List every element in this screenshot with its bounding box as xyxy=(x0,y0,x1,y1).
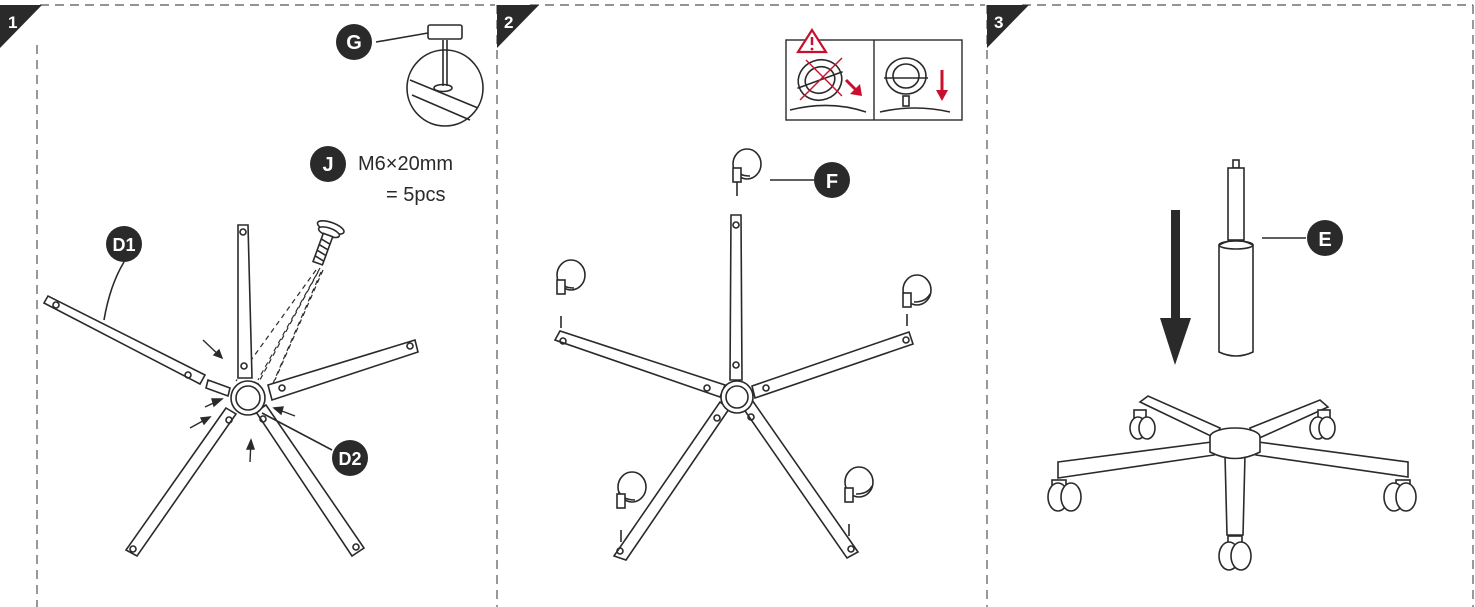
part-d2-badge: D2 xyxy=(261,412,368,476)
panel-borders xyxy=(36,4,1474,607)
bolt-location-arrows xyxy=(189,339,296,463)
part-e-badge: E xyxy=(1262,220,1343,256)
caster-insert-warning-box xyxy=(785,27,963,121)
base-with-casters xyxy=(1047,395,1417,571)
caster-icon xyxy=(1129,409,1156,440)
part-g-badge: G xyxy=(336,24,372,60)
part-j-badge: J xyxy=(310,146,346,182)
warning-triangle-icon xyxy=(795,27,829,54)
caster-icon xyxy=(1309,409,1336,440)
step-1-number: 1 xyxy=(8,13,17,32)
bolt-guide-lines xyxy=(235,267,324,405)
caster-icon xyxy=(902,274,932,326)
bolt-icon xyxy=(312,219,345,266)
part-j-label: J xyxy=(322,154,333,176)
assembled-base-star xyxy=(553,214,915,561)
caster-icon xyxy=(844,466,874,536)
caster-icon xyxy=(1218,535,1252,571)
caster-icon xyxy=(732,148,762,196)
tool-detail-view xyxy=(375,24,484,127)
part-e-label: E xyxy=(1318,229,1331,251)
part-d2-label: D2 xyxy=(338,449,361,469)
insert-down-arrow-icon xyxy=(1160,210,1191,365)
part-g-label: G xyxy=(346,32,362,54)
panel-2-caster-install: F xyxy=(553,27,963,561)
panel-1-leg-assembly: G J M6×20mm = 5pcs xyxy=(42,24,484,558)
hex-key-handle-icon xyxy=(427,24,463,40)
caster-icon xyxy=(556,259,586,328)
base-star-d xyxy=(42,224,419,558)
step-3-tag: 3 xyxy=(987,5,1029,48)
part-f-label: F xyxy=(826,171,838,193)
wrong-direction-arrow-icon xyxy=(844,78,862,96)
correct-direction-arrow-icon xyxy=(936,70,948,101)
panel-3-gas-lift-install: E xyxy=(1047,159,1417,571)
caster-icon xyxy=(616,471,647,542)
step-1-tag: 1 xyxy=(0,5,42,48)
caster-icon xyxy=(1047,479,1082,512)
step-3-number: 3 xyxy=(994,13,1003,32)
step-2-number: 2 xyxy=(504,13,513,32)
part-d1-badge: D1 xyxy=(103,226,142,321)
gas-lift-cylinder xyxy=(1218,159,1254,357)
screw-quantity-text: = 5pcs xyxy=(386,184,445,206)
caster-icon xyxy=(1383,479,1417,512)
part-f-badge: F xyxy=(770,162,850,198)
screw-size-text: M6×20mm xyxy=(358,153,453,175)
part-d1-label: D1 xyxy=(112,235,135,255)
step-2-tag: 2 xyxy=(497,5,539,48)
